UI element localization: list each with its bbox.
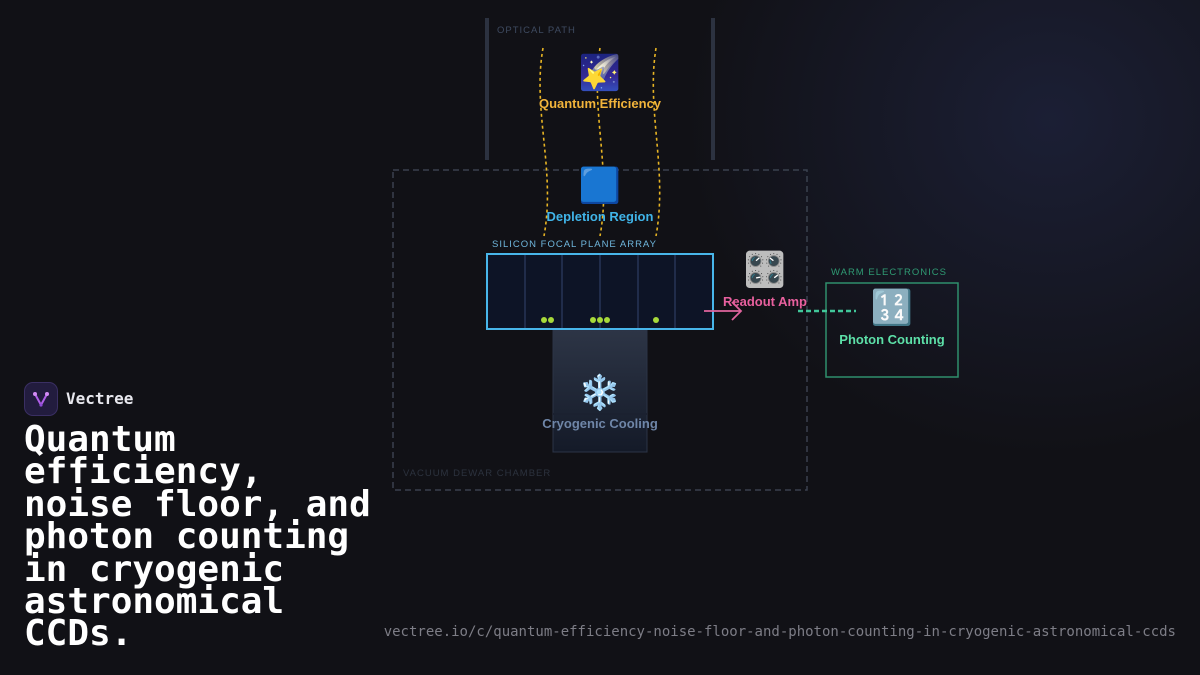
photon-path-center	[596, 47, 605, 237]
control-knobs-icon: 🎛️	[743, 250, 787, 290]
vacuum-dewar-label: VACUUM DEWAR CHAMBER	[403, 468, 552, 479]
vectree-logo-mark	[33, 392, 49, 407]
charge-transfer-arrow	[704, 301, 743, 321]
source-url: vectree.io/c/quantum-efficiency-noise-fl…	[383, 624, 1176, 640]
shooting-star-icon: 🌠	[578, 53, 622, 93]
brand-name: Vectree	[66, 389, 134, 408]
focal-plane-label: SILICON FOCAL PLANE ARRAY	[492, 239, 657, 250]
warm-electronics-box	[825, 282, 959, 378]
warm-electronics-label: WARM ELECTRONICS	[831, 267, 947, 278]
photon-path-right	[652, 47, 661, 237]
vectree-logo-icon	[24, 382, 58, 416]
vacuum-dewar-chamber-frame	[392, 169, 808, 491]
focal-plane-pixel-dividers	[524, 255, 676, 328]
quantum-efficiency-label: Quantum Efficiency	[538, 96, 662, 111]
input-numbers-icon: 🔢	[870, 288, 914, 328]
depletion-region-label: Depletion Region	[546, 209, 654, 224]
photon-path-left	[539, 47, 549, 237]
snowflake-icon: ❄️	[578, 373, 622, 413]
blue-square-icon: 🟦	[578, 166, 622, 206]
readout-amp-label: Readout Amp	[722, 294, 808, 309]
headline-title: Quantum efficiency, noise floor, and pho…	[24, 419, 371, 655]
optical-path-label: OPTICAL PATH	[497, 25, 576, 36]
photoelectron-dots	[541, 317, 659, 323]
photon-counting-label: Photon Counting	[839, 332, 945, 347]
cold-finger	[552, 329, 648, 453]
cryogenic-cooling-label: Cryogenic Cooling	[542, 416, 658, 431]
